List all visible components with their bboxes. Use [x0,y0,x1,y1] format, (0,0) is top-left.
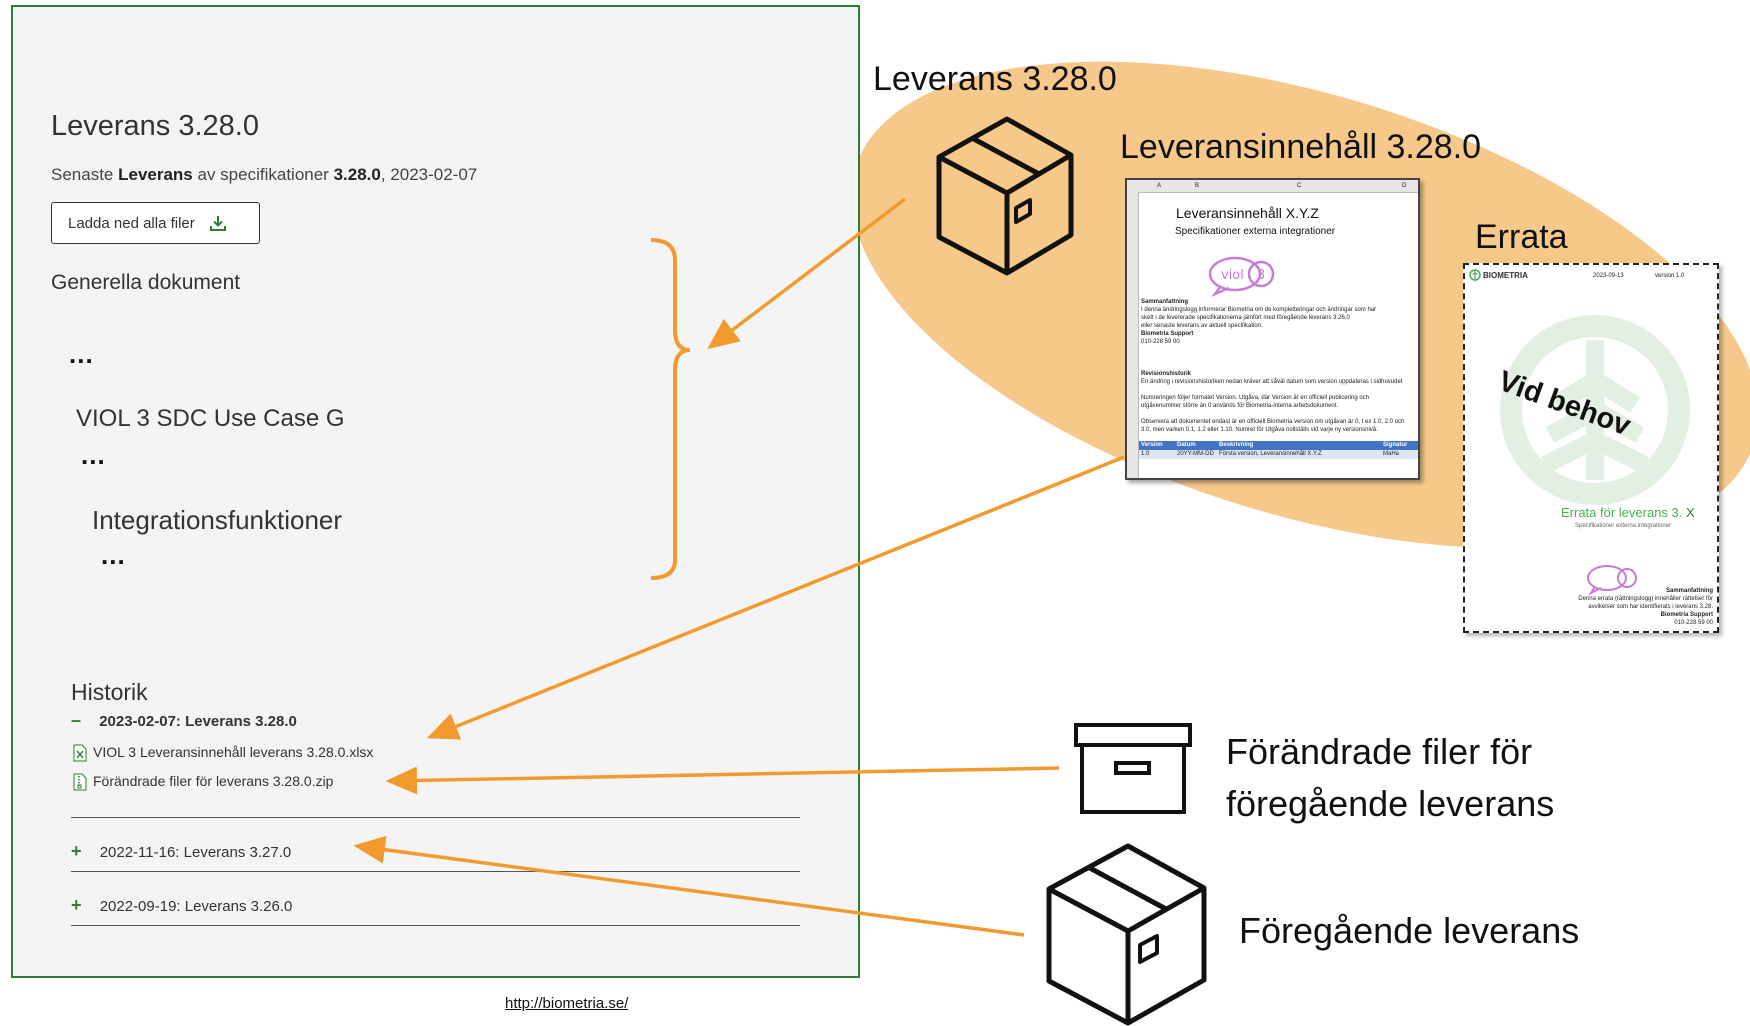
sheet-numbering-line: Numreringen följer formatet Version. Utg… [1141,395,1370,401]
history-divider [71,817,800,818]
sheet-revision: Revisionshistorik En ändring i revisions… [1141,370,1418,434]
sheet-th-version: Version [1141,442,1163,448]
sheet-observe-line: Observera att dokumentet endast är en of… [1141,419,1405,425]
sheet-th-beskrivning: Beskrivning [1219,442,1254,448]
forandrade-filer-line2: föregående leverans [1226,783,1555,824]
sheet-th-signatur: Signatur [1383,442,1408,448]
zip-file-icon [73,773,87,791]
errata-support-heading: Biometria Support [1660,612,1713,618]
sheet-row-header [1127,192,1139,478]
viol-use-case-heading: VIOL 3 SDC Use Case G [76,405,345,432]
sheet-support-heading: Biometria Support [1141,331,1194,337]
history-entry-label: 2022-09-19: Leverans 3.26.0 [99,898,293,915]
sheet-support-phone: 010-228 59 00 [1141,339,1180,345]
forandrade-filer-label: Förändrade filer för föregående leverans [1226,726,1554,830]
sheet-col-d: D [1402,183,1407,189]
errata-document: BIOMETRIA 2023-09-13 version 1.0 Errata … [1463,263,1719,633]
sheet-summary-line: I denna ändringslogg informerar Biometri… [1141,307,1377,313]
errata-subtitle: Specifikationer externa integrationer [1575,523,1672,529]
biometria-logo-icon [1469,269,1481,281]
sheet-revision-line: En ändring i revisionshistoriken nedan k… [1141,379,1403,385]
leverans-label: Leverans 3.28.0 [873,60,1117,98]
sheet-subtitle: Specifikationer externa integrationer [1175,226,1336,237]
file-link-xlsx[interactable]: VIOL 3 Leveransinnehåll leverans 3.28.0.… [73,744,373,762]
history-divider [71,871,800,872]
history-entry-3-27[interactable]: + 2022-11-16: Leverans 3.27.0 [71,841,291,862]
sheet-col-c: C [1297,183,1302,189]
general-documents-heading: Generella dokument [51,271,241,294]
viol3-logo-text: viol [1221,268,1244,283]
download-all-button[interactable]: Ladda ned alla filer [51,202,260,244]
history-divider [71,925,800,926]
expand-icon[interactable]: + [71,895,82,915]
sheet-revision-heading: Revisionshistorik [1141,371,1192,377]
foregaende-leverans-label: Föregående leverans [1239,910,1580,951]
errata-title-prefix: Errata för leverans 3. [1561,505,1683,520]
ellipsis-2: ... [81,440,106,470]
errata-summary-line: Denna errata (rättningslogg) innehåller … [1578,596,1713,602]
sheet-td-version: 1.0 [1141,451,1150,457]
sheet-title: Leveransinnehåll X.Y.Z [1176,205,1319,221]
errata-brand: BIOMETRIA [1483,271,1528,280]
sheet-td-datum: 20YY-MM-DD [1177,451,1214,457]
sheet-col-b: B [1195,183,1200,189]
sheet-table-row: 1.0 20YY-MM-DD Första version, Leveransi… [1139,450,1418,459]
download-icon [209,216,226,231]
expand-icon[interactable]: + [71,841,82,861]
errata-label: Errata [1475,218,1568,256]
sheet-td-beskrivning: Första version, Leveransinnehåll X.Y.Z [1219,451,1322,457]
sheet-table-header: Version Datum Beskrivning Signatur [1139,441,1418,450]
sheet-summary-line: skett i de levererade specifikationerna … [1141,315,1350,321]
viol3-logo-number: 3 [1257,268,1265,283]
page-title: Leverans 3.28.0 [51,110,259,142]
leveransinnehall-label: Leveransinnehåll 3.28.0 [1120,128,1482,166]
viol3-logo-icon: viol 3 [1208,256,1275,297]
errata-support-phone: 010-228 59 00 [1674,620,1713,626]
integration-functions-heading: Integrationsfunktioner [92,505,343,535]
errata-title-x: X [1686,505,1695,520]
history-heading: Historik [71,679,148,705]
file-link-zip[interactable]: Förändrade filer för leverans 3.28.0.zip [73,773,333,791]
errata-summary-line: avvikelser som har identifierats i lever… [1588,604,1713,610]
sheet-observe-line: 3.0, men varken 0.1, 1.2 eller 1.10. Num… [1141,427,1378,433]
file-link-xlsx-label: VIOL 3 Leveransinnehåll leverans 3.28.0.… [93,744,374,760]
delivery-web-page: Leverans 3.28.0 Senaste Leverans av spec… [11,5,860,978]
sheet-summary-heading: Sammanfattning [1141,299,1189,305]
excel-file-icon [73,744,87,762]
viol3-logo-icon-small [1587,565,1637,595]
ellipsis-1: ... [69,339,94,369]
sheet-summary: Sammanfattning I denna ändringslogg info… [1141,298,1418,346]
sheet-td-signatur: MaHa [1383,451,1400,457]
leveransinnehall-spreadsheet: A B C D Leveransinnehåll X.Y.Z Specifika… [1125,178,1420,480]
sheet-numbering-line: utgåvenummer större än 0 används för Bio… [1141,403,1339,409]
sheet-col-a: A [1157,183,1162,189]
history-entry-label: 2022-11-16: Leverans 3.27.0 [99,844,292,861]
download-all-label: Ladda ned alla filer [68,214,195,232]
ellipsis-3: ... [101,540,126,570]
forandrade-filer-line1: Förändrade filer för [1226,731,1533,772]
page-subtitle: Senaste Leverans av specifikationer 3.28… [51,165,478,184]
sheet-th-datum: Datum [1177,442,1196,448]
sheet-column-header: A B C D [1127,180,1418,193]
file-link-zip-label: Förändrade filer för leverans 3.28.0.zip [93,773,334,789]
errata-title: Errata för leverans 3. X [1561,505,1695,520]
history-entry-3-28[interactable]: – 2023-02-07: Leverans 3.28.0 [71,710,297,731]
errata-date: 2023-09-13 [1593,273,1624,279]
history-entry-3-26[interactable]: + 2022-09-19: Leverans 3.26.0 [71,895,292,916]
biometria-link[interactable]: http://biometria.se/ [505,995,629,1012]
biometria-tree-watermark-icon [1500,315,1690,505]
errata-version: version 1.0 [1655,273,1685,279]
errata-summary-heading: Sammanfattning [1665,588,1713,594]
history-entry-label: 2023-02-07: Leverans 3.28.0 [99,713,297,730]
errata-summary: Sammanfattning Denna errata (rättningslo… [1473,587,1713,627]
sheet-summary-line: eller senaste leverans av aktuell specif… [1141,323,1263,329]
collapse-icon[interactable]: – [71,710,82,730]
